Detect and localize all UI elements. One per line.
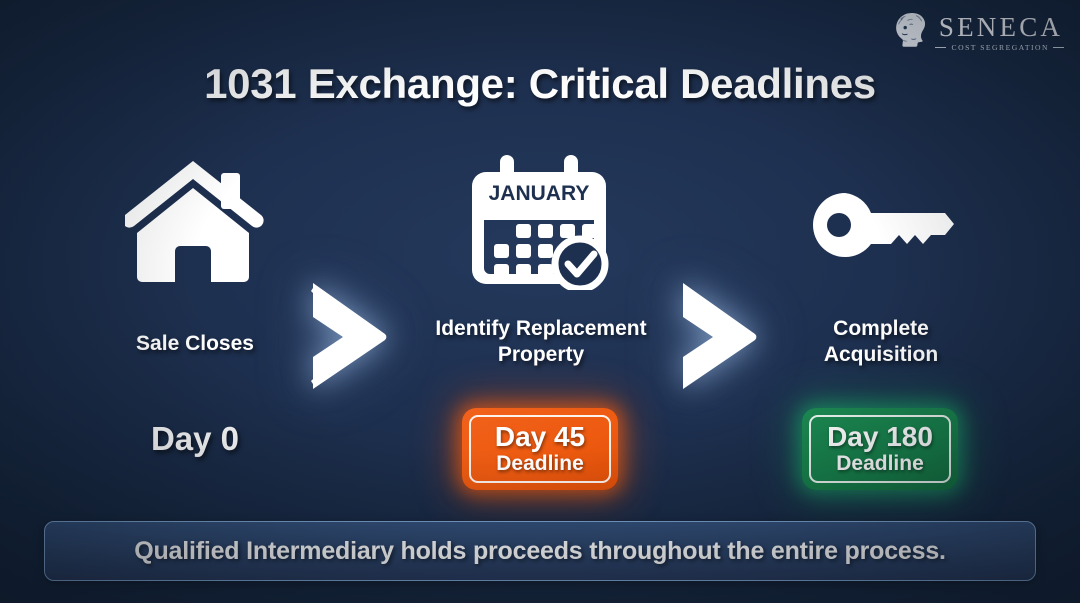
classical-bust-icon xyxy=(894,12,928,53)
logo-tagline-row: COST SEGREGATION xyxy=(935,44,1064,52)
step-label-line-1: Complete xyxy=(833,317,929,340)
step-label-identify-replacement-property: Identify Replacement Property xyxy=(395,316,687,367)
seneca-logo: SENECA COST SEGREGATION xyxy=(894,12,1064,53)
house-icon xyxy=(120,152,270,287)
day-0-text: Day 0 xyxy=(150,420,240,457)
step-label-line-2: Property xyxy=(497,342,585,366)
step-label-complete-acquisition: Complete Acquisition xyxy=(775,316,987,367)
step-label-line-2: Acquisition xyxy=(823,342,939,366)
logo-brand-name: SENECA xyxy=(938,11,1064,42)
key-icon xyxy=(805,185,965,265)
logo-tagline: COST SEGREGATION xyxy=(951,42,1049,52)
page-title: 1031 Exchange: Critical Deadlines xyxy=(204,60,876,107)
step-label-line-1: Identify Replacement xyxy=(435,317,647,340)
calendar-month-label: JANUARY xyxy=(489,182,590,205)
calendar-check-icon: JANUARY xyxy=(468,150,618,290)
chevron-right-icon xyxy=(675,281,765,396)
banner-text: Qualified Intermediary holds proceeds th… xyxy=(134,536,946,565)
badge-deadline-label: Deadline xyxy=(836,451,924,475)
step-label-sale-closes: Sale Closes xyxy=(136,332,254,355)
logo-dash-right xyxy=(1053,47,1064,48)
badge-deadline-label: Deadline xyxy=(496,451,584,475)
day-180-deadline-badge: Day 180 Deadline xyxy=(802,408,958,490)
logo-dash-left xyxy=(935,47,947,48)
badge-day-number: Day 45 xyxy=(494,421,586,453)
qualified-intermediary-banner: Qualified Intermediary holds proceeds th… xyxy=(44,521,1036,581)
chevron-right-icon xyxy=(305,281,395,396)
badge-day-number: Day 180 xyxy=(827,421,933,453)
day-45-deadline-badge: Day 45 Deadline xyxy=(462,408,618,490)
logo-wordmark: SENECA COST SEGREGATION xyxy=(935,11,1064,52)
